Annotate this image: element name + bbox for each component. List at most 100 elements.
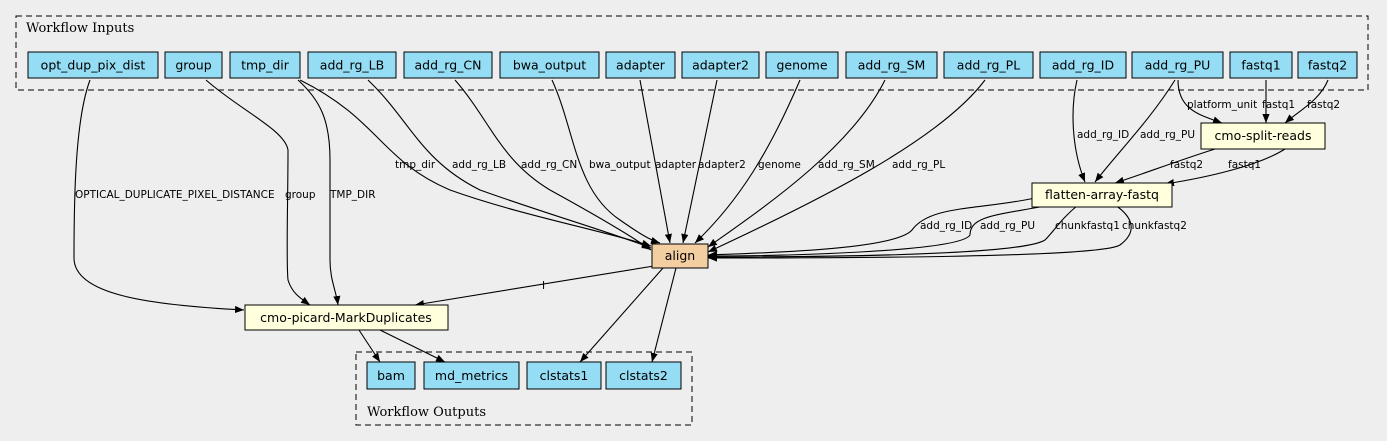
- edge-add-rg-pl-align: [707, 79, 986, 253]
- edge-flatten-chunkfastq1-align: [707, 204, 1079, 261]
- edge-fastq2-split: [1284, 79, 1329, 124]
- input-node-opt-dup-pix-dist[interactable]: opt_dup_pix_dist: [27, 51, 159, 79]
- output-node-label: clstats1: [540, 368, 589, 383]
- input-node-label: add_rg_PL: [957, 58, 1020, 73]
- input-node-adapter[interactable]: adapter: [605, 51, 676, 79]
- input-node-label: add_rg_ID: [1052, 58, 1114, 73]
- edge-flatten-chunkfastq2-align: [707, 204, 1132, 262]
- edge-label-add-rg-pl: add_rg_PL: [892, 159, 945, 171]
- edge-align-markdup: [414, 265, 655, 308]
- edge-label-platform-unit: platform_unit: [1187, 99, 1257, 111]
- edge-label-genome: genome: [758, 159, 801, 171]
- input-node-add-rg-pu[interactable]: add_rg_PU: [1131, 51, 1224, 79]
- edge-label-add-rg-pu: add_rg_PU: [1140, 129, 1195, 141]
- edge-split-fastq2-flatten: [1114, 148, 1216, 184]
- input-node-label: add_rg_PU: [1145, 58, 1211, 73]
- edges-group: [73, 79, 1329, 363]
- input-node-label: add_rg_SM: [858, 58, 926, 73]
- edge-label-tmp-dir-md: TMP_DIR: [329, 189, 376, 201]
- edge-label-split-fastq1: fastq1: [1228, 159, 1261, 171]
- output-node-label: md_metrics: [435, 368, 508, 383]
- align-node[interactable]: align: [651, 243, 709, 269]
- input-node-group[interactable]: group: [164, 51, 223, 79]
- input-node-bwa-output[interactable]: bwa_output: [499, 51, 600, 79]
- edge-label-add-rg-lb: add_rg_LB: [452, 159, 506, 171]
- output-node-clstats2[interactable]: clstats2: [605, 361, 682, 390]
- edge-platform-unit-split: [1177, 79, 1223, 124]
- input-node-add-rg-cn[interactable]: add_rg_CN: [403, 51, 493, 79]
- edge-label-tmp-dir: tmp_dir: [395, 159, 436, 171]
- output-node-clstats1[interactable]: clstats1: [526, 361, 602, 390]
- edge-label-group: group: [285, 189, 316, 201]
- workflow-outputs-cluster: [355, 351, 693, 426]
- edge-label-chunkfastq1: chunkfastq1: [1055, 220, 1120, 232]
- edge-split-fastq1-flatten: [1164, 148, 1286, 187]
- edge-genome-align: [694, 79, 801, 244]
- output-node-bam[interactable]: bam: [366, 361, 416, 390]
- edge-bwa-output-align: [551, 79, 661, 244]
- edge-flatten-add-rg-id-align: [707, 197, 1036, 259]
- edge-add-rg-pu-flatten: [1094, 79, 1176, 183]
- edge-group-markdup: [205, 79, 311, 306]
- input-node-tmp-dir[interactable]: tmp_dir: [229, 51, 301, 79]
- edge-add-rg-lb-align: [367, 79, 652, 249]
- edge-adapter-align: [639, 79, 672, 244]
- input-node-label: fastq2: [1308, 58, 1347, 73]
- edge-label-add-rg-sm: add_rg_SM: [818, 159, 875, 171]
- edge-markdup-bam: [358, 329, 381, 363]
- input-node-label: group: [175, 58, 211, 73]
- input-node-label: tmp_dir: [241, 58, 290, 73]
- input-node-label: adapter2: [692, 58, 749, 73]
- workflow-inputs-cluster: [15, 15, 1369, 91]
- input-node-label: bwa_output: [513, 58, 586, 73]
- edge-label-add-rg-cn: add_rg_CN: [521, 159, 577, 171]
- edge-add-rg-sm-align: [707, 79, 886, 248]
- input-nodes-group: opt_dup_pix_dist group tmp_dir add_rg_LB add…: [27, 51, 1358, 79]
- output-node-label: bam: [377, 368, 405, 383]
- edge-label-bwa-output: bwa_output: [589, 159, 651, 171]
- workflow-inputs-label: Workflow Inputs: [26, 21, 134, 36]
- edge-label-add-rg-id: add_rg_ID: [1077, 129, 1129, 141]
- edge-align-clstats2: [650, 267, 677, 363]
- edge-label-fastq1-split: fastq1: [1262, 99, 1295, 111]
- edge-label-optical-duplicate: OPTICAL_DUPLICATE_PIXEL_DISTANCE: [75, 189, 275, 201]
- cmo-split-reads-label: cmo-split-reads: [1215, 128, 1312, 143]
- edge-tmp-dir-markdup: [297, 79, 341, 306]
- input-node-label: genome: [776, 58, 827, 73]
- edge-label-chunkfastq2: chunkfastq2: [1122, 220, 1187, 232]
- output-nodes-group: bam md_metrics clstats1 clstats2: [366, 361, 682, 390]
- edge-label-split-fastq2: fastq2: [1170, 159, 1203, 171]
- input-node-add-rg-sm[interactable]: add_rg_SM: [845, 51, 938, 79]
- edge-markdup-md-metrics: [379, 329, 446, 363]
- edge-add-rg-cn-align: [454, 79, 652, 251]
- input-node-add-rg-id[interactable]: add_rg_ID: [1039, 51, 1127, 79]
- cmo-split-reads-node[interactable]: cmo-split-reads: [1200, 122, 1326, 150]
- edge-label-adapter2: adapter2: [698, 159, 746, 171]
- align-label: align: [665, 248, 695, 263]
- input-node-adapter2[interactable]: adapter2: [681, 51, 760, 79]
- input-node-label: add_rg_CN: [415, 58, 482, 73]
- input-node-label: opt_dup_pix_dist: [41, 58, 146, 73]
- edge-label-adapter: adapter: [655, 159, 697, 171]
- edge-label-flat-add-rg-pu: add_rg_PU: [980, 220, 1035, 232]
- edge-flatten-add-rg-pu-align: [707, 204, 1051, 260]
- edge-adapter2-align: [681, 79, 718, 244]
- edge-labels-group: OPTICAL_DUPLICATE_PIXEL_DISTANCE group T…: [75, 99, 1340, 292]
- edge-add-rg-id-flatten: [1072, 79, 1086, 183]
- workflow-outputs-label: Workflow Outputs: [367, 405, 486, 420]
- cmo-picard-markduplicates-node[interactable]: cmo-picard-MarkDuplicates: [244, 304, 449, 331]
- input-node-add-rg-pl[interactable]: add_rg_PL: [943, 51, 1034, 79]
- edge-label-flat-add-rg-id: add_rg_ID: [920, 220, 972, 232]
- flatten-array-fastq-node[interactable]: flatten-array-fastq: [1031, 182, 1173, 208]
- input-node-label: fastq1: [1241, 58, 1280, 73]
- edge-label-align-markdup: I: [542, 280, 545, 292]
- input-node-add-rg-lb[interactable]: add_rg_LB: [307, 51, 397, 79]
- input-node-fastq2[interactable]: fastq2: [1297, 51, 1358, 79]
- output-node-md-metrics[interactable]: md_metrics: [423, 361, 520, 390]
- cmo-picard-markduplicates-label: cmo-picard-MarkDuplicates: [260, 310, 432, 325]
- input-node-fastq1[interactable]: fastq1: [1229, 51, 1293, 79]
- edge-label-fastq2-split: fastq2: [1307, 99, 1340, 111]
- input-node-label: add_rg_LB: [320, 58, 384, 73]
- input-node-genome[interactable]: genome: [765, 51, 839, 79]
